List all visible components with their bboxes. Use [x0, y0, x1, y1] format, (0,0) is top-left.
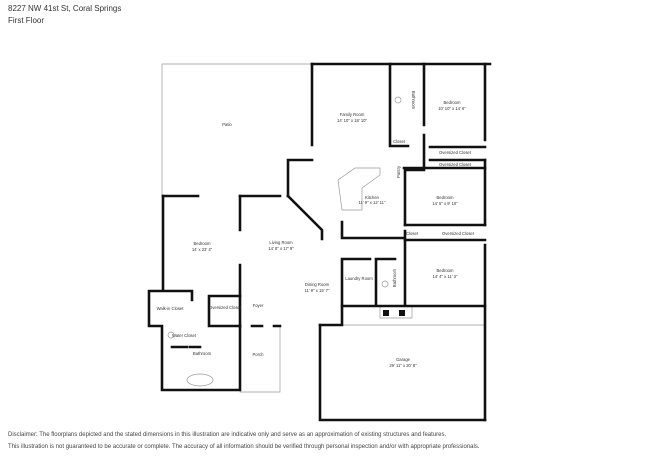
- room-bathroom-master: Bathroom: [193, 351, 212, 356]
- floor-label: First Floor: [8, 16, 44, 25]
- room-family-room: Family Room: [340, 112, 365, 117]
- room-bedroom-se: Bedroom: [437, 268, 455, 273]
- room-foyer: Foyer: [253, 303, 264, 308]
- room-laundry: Laundry Room: [345, 276, 373, 281]
- room-bathroom-top: Bathroom: [411, 91, 416, 110]
- room-porch: Porch: [253, 352, 265, 357]
- room-closet-mid: Closet: [406, 231, 419, 236]
- room-bedroom-ne: Bedroom: [444, 100, 462, 105]
- room-closet-top: Closet: [393, 139, 406, 144]
- room-oversized-closet-3: Oversized Closet: [442, 231, 475, 236]
- room-oversized-closet-1: Oversized Closet: [439, 150, 472, 155]
- room-bathroom-mid: Bathroom: [392, 268, 397, 287]
- room-bedroom-e-dims: 14' 5" x 9' 10": [432, 201, 458, 206]
- room-walk-in-closet: Walk-in Closet: [157, 306, 185, 311]
- bathtub-icon: [186, 373, 214, 387]
- room-bedroom-e: Bedroom: [437, 195, 455, 200]
- property-address: 8227 NW 41st St, Coral Springs: [8, 4, 122, 13]
- toilet-icon: [381, 280, 389, 288]
- room-living-room: Living Room: [269, 240, 293, 245]
- room-bedroom-ne-dims: 10' 10" x 14' 6": [438, 106, 466, 111]
- outline-thin: [161, 63, 485, 393]
- room-dining-room-dims: 11' 9" x 15' 7": [305, 288, 330, 293]
- room-oversized-closet-2: Oversized Closet: [439, 162, 472, 167]
- water-heater-icon: [383, 310, 389, 316]
- room-oversized-closet-4: Oversized Closet: [209, 305, 242, 310]
- room-kitchen-dims: 11' 9" x 12' 11": [359, 200, 387, 205]
- room-living-room-dims: 14' 8" x 17' 9": [268, 246, 294, 251]
- room-patio: Patio: [222, 122, 232, 127]
- toilet-icon: [394, 96, 402, 104]
- disclaimer-line-2: This illustration is not guaranteed to b…: [8, 444, 480, 450]
- room-dining-room: Dining Room: [305, 282, 330, 287]
- room-kitchen: Kitchen: [365, 195, 380, 200]
- room-family-room-dims: 14' 10" x 18' 10": [337, 118, 367, 123]
- ac-unit-icon: [399, 310, 405, 316]
- room-bedroom-se-dims: 14' 4" x 11' 3": [433, 274, 458, 279]
- room-bedroom-w-dims: 14' x 23' 4": [192, 247, 213, 252]
- room-pantry: Pantry: [396, 165, 401, 178]
- room-bedroom-w: Bedroom: [194, 241, 212, 246]
- toilet-icon: [167, 331, 175, 339]
- disclaimer-line-1: Disclaimer: The floorplans depicted and …: [8, 432, 447, 438]
- room-garage-dims: 29' 11" x 20' 8": [389, 363, 417, 368]
- room-garage: Garage: [396, 357, 411, 362]
- room-water-closet: Water Closet: [172, 333, 197, 338]
- walls: [147, 62, 492, 422]
